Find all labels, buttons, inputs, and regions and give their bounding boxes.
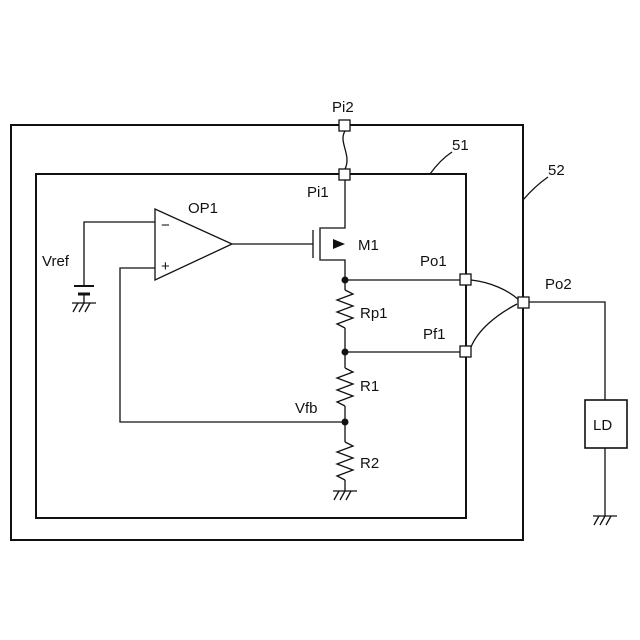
inner-chip-box xyxy=(36,174,466,518)
r2-label: R2 xyxy=(360,455,379,472)
outer-box-leader xyxy=(523,177,548,200)
ground-icon-ld xyxy=(593,516,617,525)
resistor-r2 xyxy=(337,442,353,480)
pad-pi2 xyxy=(339,120,350,131)
wire-po2-ld xyxy=(529,302,605,400)
opamp-plus-sign: + xyxy=(161,258,170,275)
po2-label: Po2 xyxy=(545,276,572,293)
bond-wire-pi xyxy=(343,131,347,169)
resistor-rp1 xyxy=(337,290,353,328)
opamp-minus-sign: − xyxy=(161,217,170,234)
m1-label: M1 xyxy=(358,237,379,254)
inner-box-leader xyxy=(430,152,452,174)
pad-pf1 xyxy=(460,346,471,357)
m1-source-arrow xyxy=(333,239,345,249)
ground-icon-r2 xyxy=(333,491,357,500)
po1-label: Po1 xyxy=(420,253,447,270)
r1-label: R1 xyxy=(360,378,379,395)
bond-wire-po1-po2 xyxy=(471,280,519,300)
inner-box-number: 51 xyxy=(452,137,469,154)
pf1-label: Pf1 xyxy=(423,326,446,343)
pad-pi1 xyxy=(339,169,350,180)
ground-icon-vref xyxy=(72,303,96,312)
vref-label: Vref xyxy=(42,253,70,270)
rp1-label: Rp1 xyxy=(360,305,388,322)
pi2-label: Pi2 xyxy=(332,99,354,116)
bond-wire-pf1-po2 xyxy=(471,304,517,347)
outer-package-box xyxy=(11,125,523,540)
pad-po1 xyxy=(460,274,471,285)
resistor-r1 xyxy=(337,368,353,406)
opamp-label: OP1 xyxy=(188,200,218,217)
pi1-label: Pi1 xyxy=(307,184,329,201)
vfb-label: Vfb xyxy=(295,400,318,417)
load-label: LD xyxy=(593,417,612,434)
junction-vfb-node xyxy=(342,419,349,426)
outer-box-number: 52 xyxy=(548,162,565,179)
pad-po2 xyxy=(518,297,529,308)
wire-feedback xyxy=(120,268,345,422)
